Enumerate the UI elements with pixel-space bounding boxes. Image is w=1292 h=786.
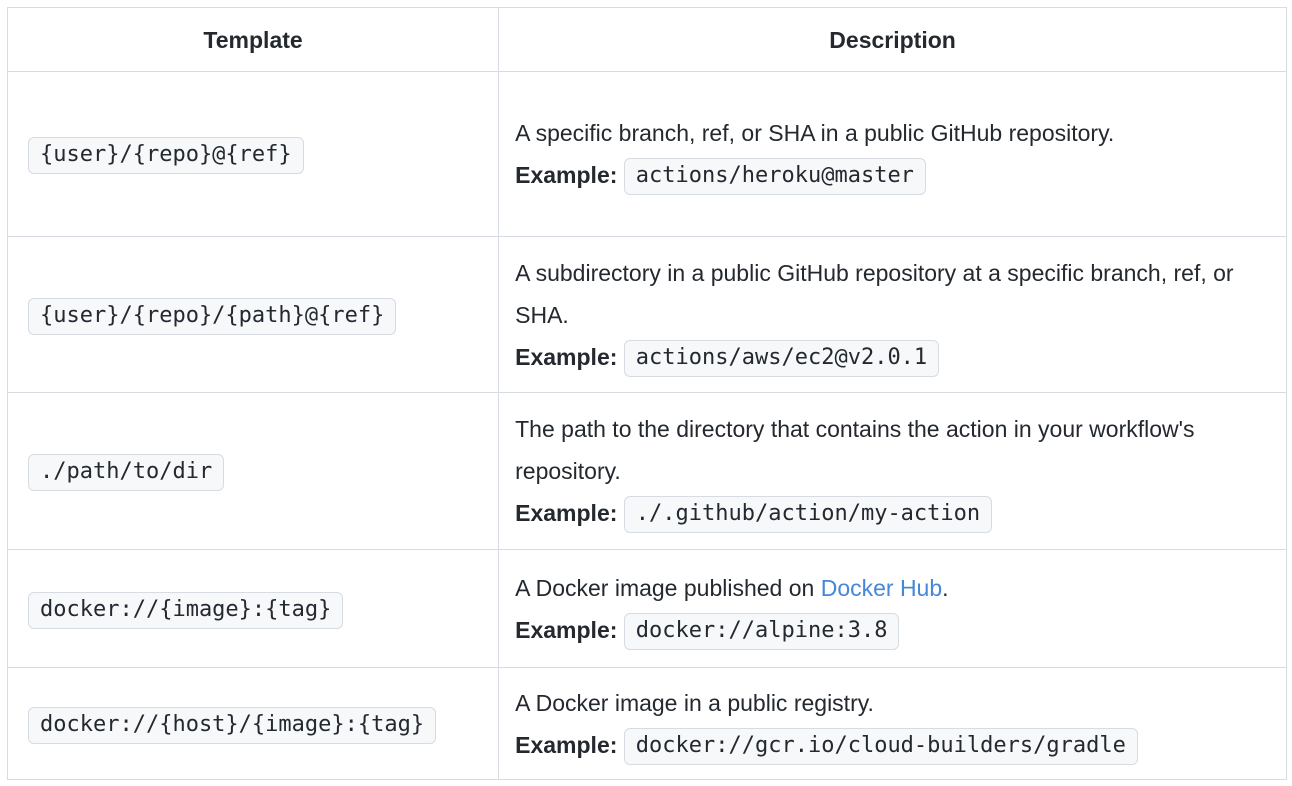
template-cell: ./path/to/dir: [6, 392, 500, 550]
table-row: {user}/{repo}@{ref} A specific branch, r…: [6, 71, 1287, 237]
table-row: {user}/{repo}/{path}@{ref} A subdirector…: [6, 236, 1287, 393]
description-cell: A subdirectory in a public GitHub reposi…: [498, 236, 1287, 393]
table-row: docker://{host}/{image}:{tag} A Docker i…: [6, 667, 1287, 780]
example-label: Example:: [515, 343, 618, 370]
example-label: Example:: [515, 731, 618, 758]
template-cell: {user}/{repo}@{ref}: [6, 71, 500, 237]
description-cell: A Docker image in a public registry. Exa…: [498, 667, 1287, 780]
table-row: ./path/to/dir The path to the directory …: [6, 392, 1287, 550]
docker-hub-link[interactable]: Docker Hub: [820, 574, 943, 601]
template-cell: docker://{host}/{image}:{tag}: [6, 667, 500, 780]
example-code: ./.github/action/my-action: [623, 496, 993, 534]
template-code: {user}/{repo}/{path}@{ref}: [28, 297, 397, 335]
example-label: Example:: [515, 500, 618, 526]
description-text: A Docker image published on: [515, 574, 821, 601]
template-code: docker://{host}/{image}:{tag}: [28, 706, 437, 744]
example-label: Example:: [515, 616, 618, 643]
description-cell: A Docker image published on Docker Hub. …: [498, 549, 1287, 668]
template-code: {user}/{repo}@{ref}: [28, 137, 304, 175]
template-cell: docker://{image}:{tag}: [6, 549, 500, 668]
template-code: docker://{image}:{tag}: [28, 591, 344, 629]
template-code: ./path/to/dir: [28, 454, 225, 492]
column-header-description: Description: [498, 7, 1287, 72]
description-cell: The path to the directory that contains …: [498, 392, 1287, 550]
example-code: docker://gcr.io/cloud-builders/gradle: [623, 727, 1138, 765]
example-code: docker://alpine:3.8: [623, 612, 900, 650]
description-text: A subdirectory in a public GitHub reposi…: [515, 259, 1234, 328]
example-code: actions/heroku@master: [623, 158, 926, 196]
example-code: actions/aws/ec2@v2.0.1: [623, 339, 940, 377]
template-cell: {user}/{repo}/{path}@{ref}: [6, 236, 500, 393]
description-text-after: .: [942, 574, 949, 601]
description-text: A specific branch, ref, or SHA in a publ…: [515, 120, 1115, 146]
example-label: Example:: [515, 162, 618, 188]
column-header-template: Template: [6, 7, 500, 72]
description-text: The path to the directory that contains …: [515, 416, 1195, 484]
description-cell: A specific branch, ref, or SHA in a publ…: [498, 71, 1287, 237]
table-header-row: Template Description: [6, 7, 1287, 72]
actions-template-table: Template Description {user}/{repo}@{ref}…: [6, 7, 1287, 780]
description-text: A Docker image in a public registry.: [515, 689, 874, 716]
table-row: docker://{image}:{tag} A Docker image pu…: [6, 549, 1287, 668]
